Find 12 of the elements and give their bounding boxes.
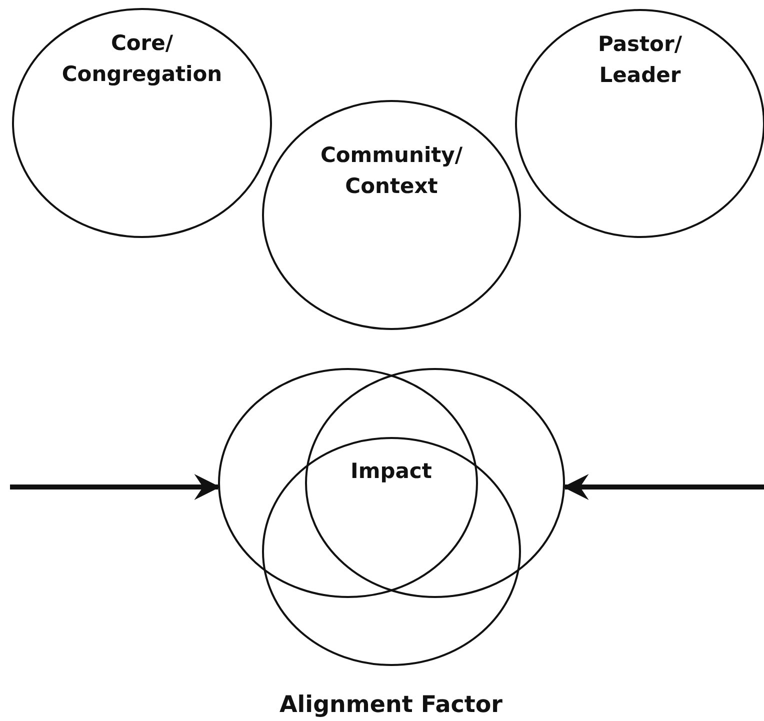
concept-circle: [262, 100, 521, 330]
overlap-label: Impact: [350, 459, 432, 483]
venn-circle: [305, 368, 565, 598]
arrow: [10, 474, 220, 500]
arrow: [562, 474, 764, 500]
circle-label: Pastor/ Leader: [597, 31, 683, 89]
circle-label: Community/ Context: [319, 142, 464, 200]
venn-circle: [262, 437, 521, 666]
caption: Alignment Factor: [280, 692, 503, 718]
venn-circle: [218, 368, 478, 598]
concept-circle: [12, 8, 272, 238]
circle-label: Core/ Congregation: [60, 30, 224, 88]
